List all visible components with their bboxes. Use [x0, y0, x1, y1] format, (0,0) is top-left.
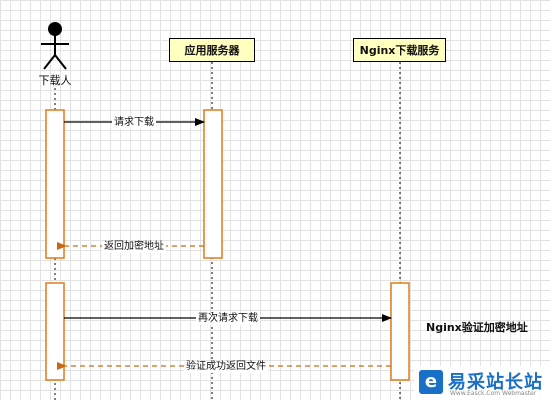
participant-app-server[interactable]: 应用服务器 [169, 38, 255, 62]
actor-icon[interactable] [41, 22, 69, 70]
watermark: e 易采站长站 Www.Easck.Com Webmaster [414, 366, 550, 400]
message-return-encrypted-address-label: 返回加密地址 [102, 241, 166, 253]
activation-actor-1[interactable] [45, 109, 65, 259]
watermark-subtitle: Www.Easck.Com Webmaster [450, 390, 537, 397]
watermark-name: 易采站长站 [448, 372, 543, 393]
activation-nginx-service[interactable] [390, 282, 410, 381]
watermark-logo-icon: e [419, 370, 443, 394]
message-request-download-again-label: 再次请求下载 [196, 313, 260, 325]
activation-app-server[interactable] [203, 109, 223, 259]
message-request-download-label: 请求下载 [112, 117, 156, 129]
actor-label: 下载人 [38, 74, 72, 87]
activation-actor-2[interactable] [45, 282, 65, 381]
message-verify-success-return-file-label: 验证成功返回文件 [184, 361, 268, 373]
note-nginx-verify: Nginx验证加密地址 [426, 321, 528, 334]
participant-nginx-service[interactable]: Nginx下载服务 [353, 38, 446, 62]
